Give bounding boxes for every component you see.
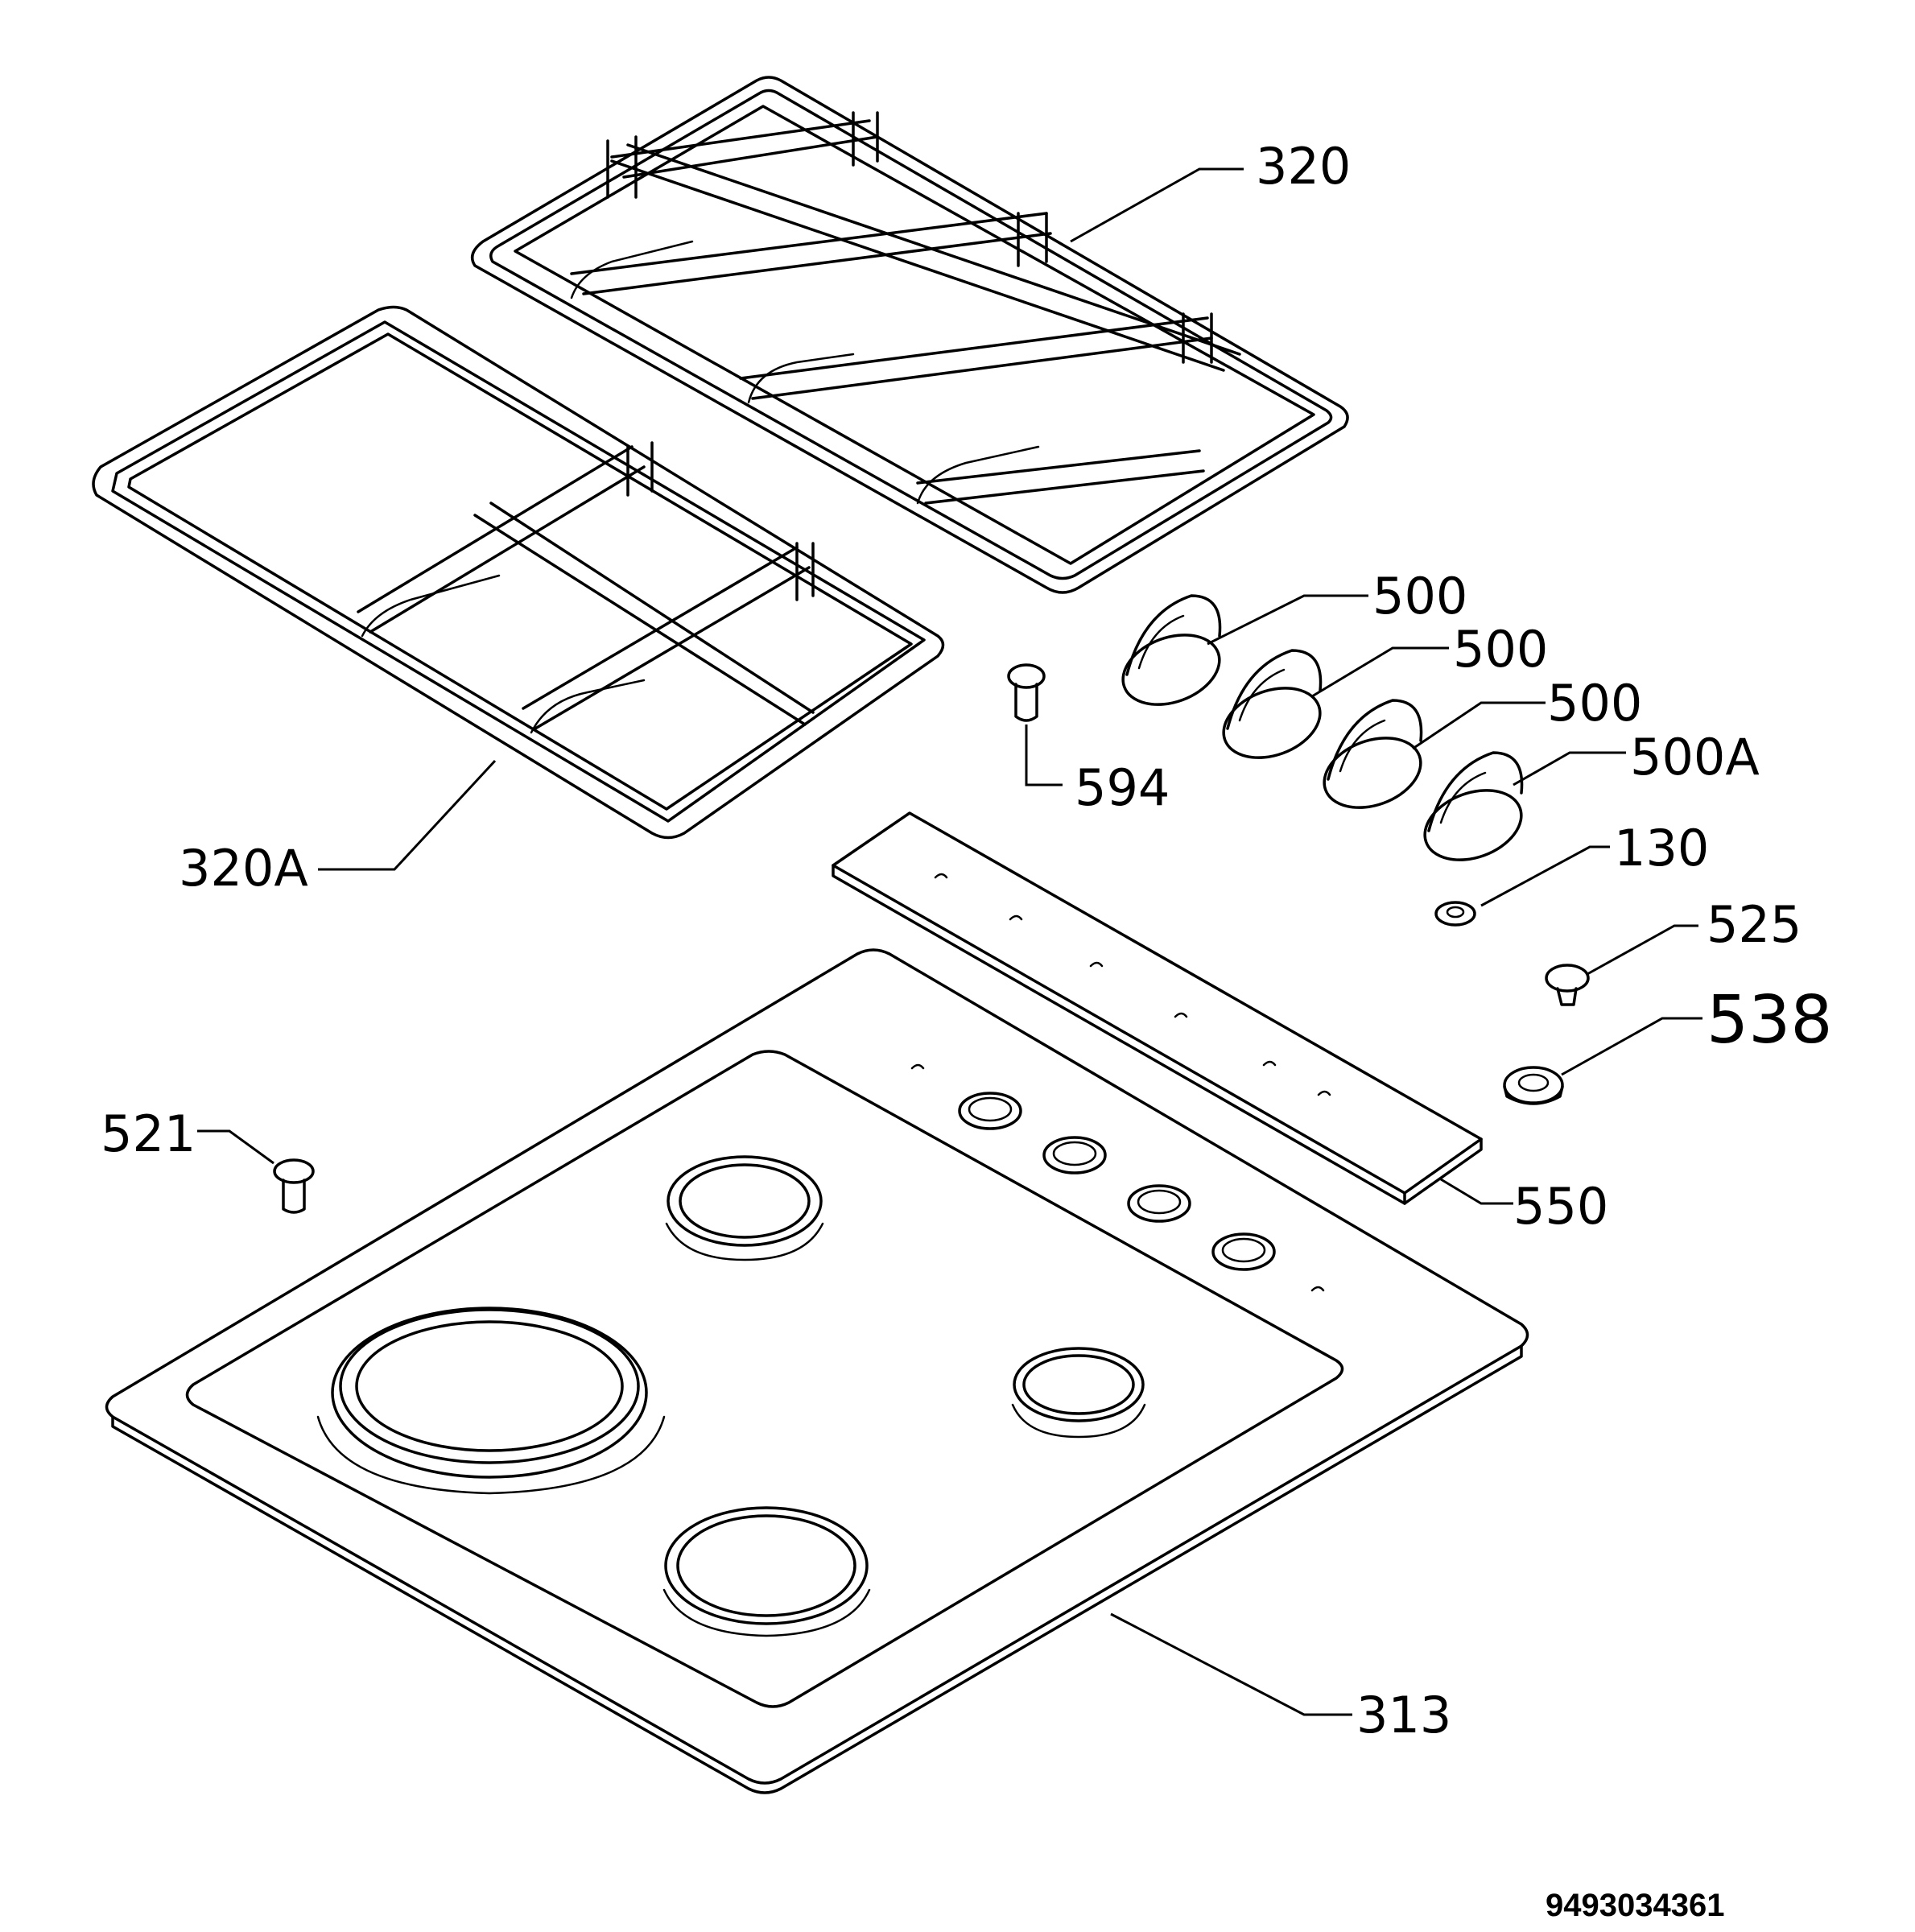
label-500-3: 500 <box>1547 674 1642 733</box>
grate-320 <box>470 76 1349 594</box>
label-313: 313 <box>1356 1686 1451 1744</box>
label-538: 538 <box>1707 982 1833 1059</box>
knob-500a <box>1423 751 1524 861</box>
label-500a: 500A <box>1630 728 1760 786</box>
part-521 <box>273 1158 315 1214</box>
grate-320a <box>92 305 945 840</box>
leader-lines <box>197 167 1702 1716</box>
label-521: 521 <box>101 1104 196 1163</box>
label-500-1: 500 <box>1372 567 1467 625</box>
panel-550 <box>832 811 1483 1205</box>
label-525: 525 <box>1707 895 1802 954</box>
knob-500-3 <box>1323 699 1423 809</box>
part-130 <box>1434 901 1476 927</box>
label-594: 594 <box>1075 758 1170 817</box>
label-320: 320 <box>1256 137 1351 196</box>
part-538 <box>1503 1066 1564 1105</box>
knob-500-1 <box>1121 594 1222 706</box>
part-525 <box>1545 964 1590 1006</box>
knob-500-2 <box>1222 649 1323 759</box>
document-number: 9493034361 <box>1546 1888 1724 1923</box>
label-550: 550 <box>1513 1177 1608 1236</box>
hob-313 <box>105 948 1529 1794</box>
label-130: 130 <box>1614 819 1709 877</box>
label-500-2: 500 <box>1453 620 1548 679</box>
label-320a: 320A <box>179 839 308 898</box>
screw-594 <box>1007 663 1046 722</box>
